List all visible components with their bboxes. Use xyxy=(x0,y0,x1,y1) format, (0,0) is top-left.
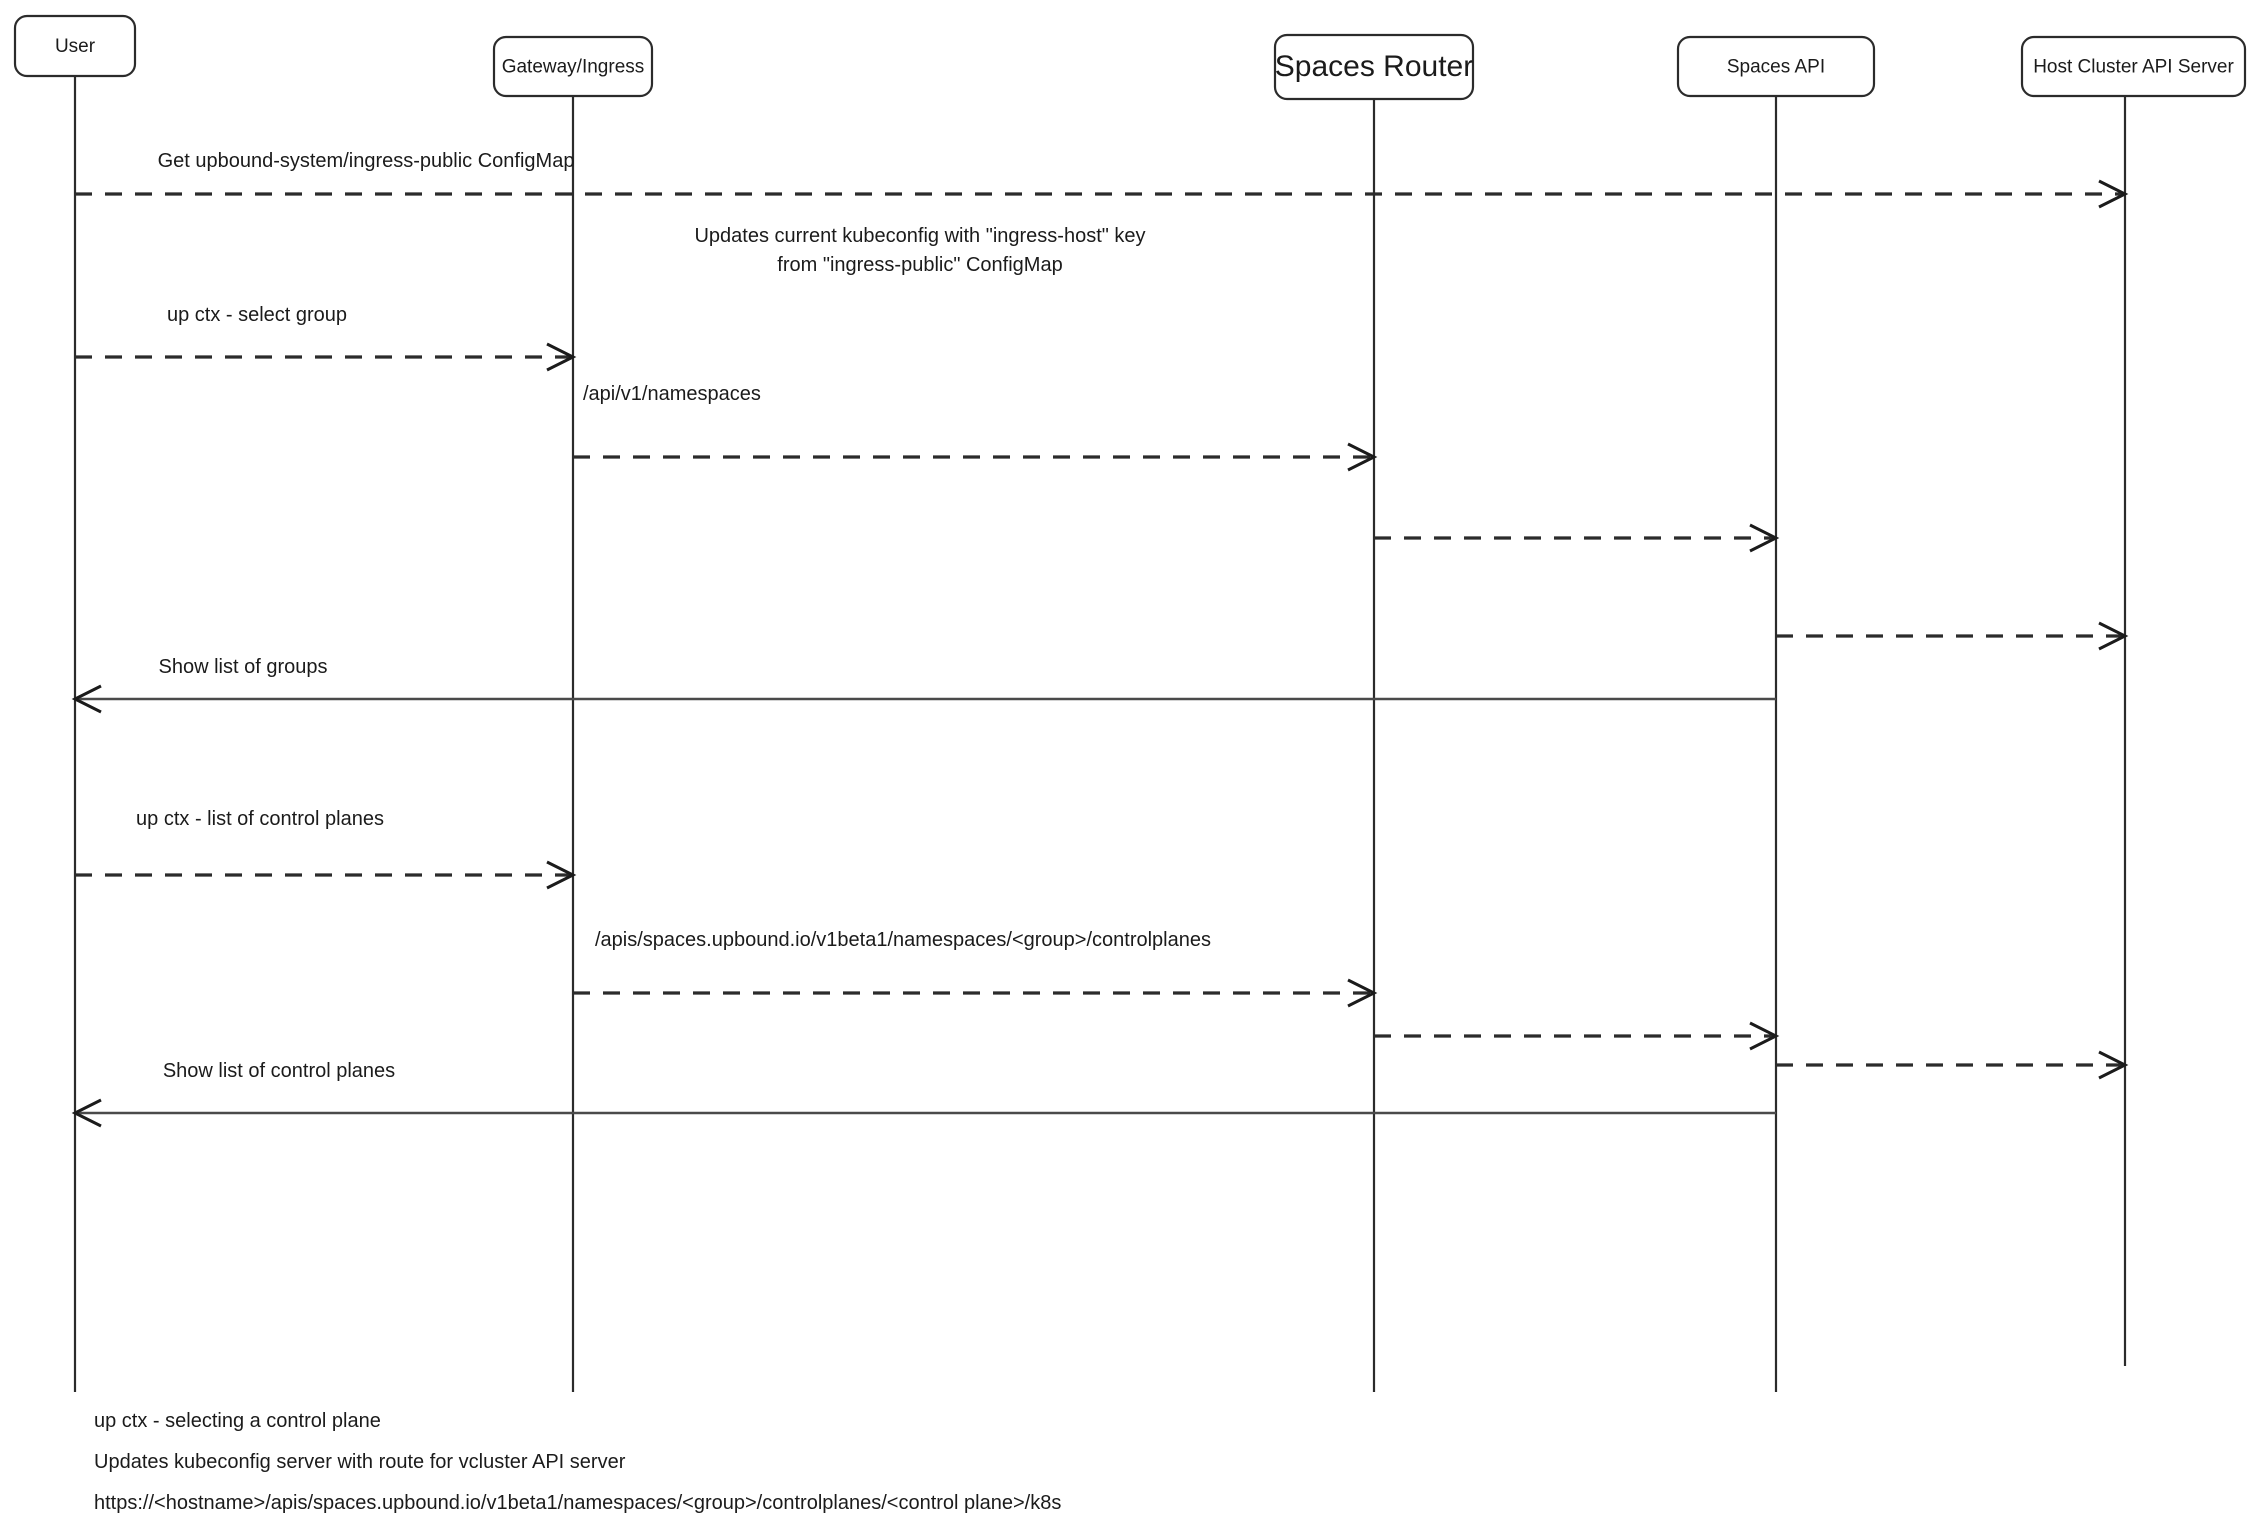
message-label: /api/v1/namespaces xyxy=(583,383,761,405)
message-m4 xyxy=(1374,523,1780,553)
participant-box xyxy=(1676,35,1876,98)
arrowhead-icon xyxy=(2098,179,2129,209)
message-m2: up ctx - select group xyxy=(75,304,577,372)
message-note1: Updates current kubeconfig with "ingress… xyxy=(694,225,1145,276)
participant-box xyxy=(492,35,654,98)
message-label-line: up ctx - select group xyxy=(167,304,347,326)
message-label: Updates current kubeconfig with "ingress… xyxy=(694,225,1145,276)
message-label-line: Show list of control planes xyxy=(163,1060,395,1082)
arrowhead-icon xyxy=(546,342,577,372)
participant-box xyxy=(2020,35,2247,98)
messages-layer: Get upbound-system/ingress-public Config… xyxy=(71,150,2129,1128)
footer-note-f3: https://<hostname>/apis/spaces.upbound.i… xyxy=(94,1492,1061,1514)
message-label-line: Get upbound-system/ingress-public Config… xyxy=(158,150,575,172)
message-label-line: /api/v1/namespaces xyxy=(583,383,761,405)
participant-label: Spaces API xyxy=(1727,57,1825,78)
arrowhead-icon xyxy=(1347,978,1378,1008)
participant-user[interactable]: User xyxy=(13,14,137,78)
arrowhead-icon xyxy=(1749,523,1780,553)
message-m8: /apis/spaces.upbound.io/v1beta1/namespac… xyxy=(573,929,1378,1008)
participant-label: Host Cluster API Server xyxy=(2033,57,2234,78)
arrowhead-icon xyxy=(71,684,102,714)
message-m3: /api/v1/namespaces xyxy=(573,383,1378,472)
message-label-line: Show list of groups xyxy=(159,656,328,678)
participant-box xyxy=(13,14,137,78)
arrowhead-icon xyxy=(1749,1021,1780,1051)
footer-notes: up ctx - selecting a control planeUpdate… xyxy=(94,1410,1061,1514)
message-label-line: from "ingress-public" ConfigMap xyxy=(777,254,1062,276)
participant-label: User xyxy=(55,36,96,57)
lifelines-layer xyxy=(73,76,2127,1392)
participant-label: Spaces Router xyxy=(1275,50,1473,83)
footer-note-f1: up ctx - selecting a control plane xyxy=(94,1410,381,1432)
message-label-line: up ctx - list of control planes xyxy=(136,808,384,830)
participant-label: Gateway/Ingress xyxy=(502,57,645,78)
message-label: Show list of groups xyxy=(159,656,328,678)
participant-box xyxy=(1273,33,1475,101)
arrowhead-icon xyxy=(71,1098,102,1128)
message-label-line: Updates current kubeconfig with "ingress… xyxy=(694,225,1145,247)
participant-gateway[interactable]: Gateway/Ingress xyxy=(492,35,654,98)
message-m11: Show list of control planes xyxy=(71,1060,1776,1128)
message-m1: Get upbound-system/ingress-public Config… xyxy=(75,150,2129,209)
arrowhead-icon xyxy=(2098,1050,2129,1080)
message-label: Show list of control planes xyxy=(163,1060,395,1082)
message-m9 xyxy=(1374,1021,1780,1051)
participant-spaces-api[interactable]: Spaces API xyxy=(1676,35,1876,98)
message-label: Get upbound-system/ingress-public Config… xyxy=(158,150,575,172)
message-m6: Show list of groups xyxy=(71,656,1776,714)
participant-host-cluster[interactable]: Host Cluster API Server xyxy=(2020,35,2247,98)
message-m5 xyxy=(1776,621,2129,651)
message-label: /apis/spaces.upbound.io/v1beta1/namespac… xyxy=(595,929,1211,951)
message-label-line: /apis/spaces.upbound.io/v1beta1/namespac… xyxy=(595,929,1211,951)
message-m7: up ctx - list of control planes xyxy=(75,808,577,890)
message-m10 xyxy=(1776,1050,2129,1080)
footer-note-f2: Updates kubeconfig server with route for… xyxy=(94,1451,626,1473)
message-label: up ctx - list of control planes xyxy=(136,808,384,830)
message-label: up ctx - select group xyxy=(167,304,347,326)
arrowhead-icon xyxy=(1347,442,1378,472)
arrowhead-icon xyxy=(2098,621,2129,651)
arrowhead-icon xyxy=(546,860,577,890)
participant-spaces-router[interactable]: Spaces Router xyxy=(1273,33,1475,101)
